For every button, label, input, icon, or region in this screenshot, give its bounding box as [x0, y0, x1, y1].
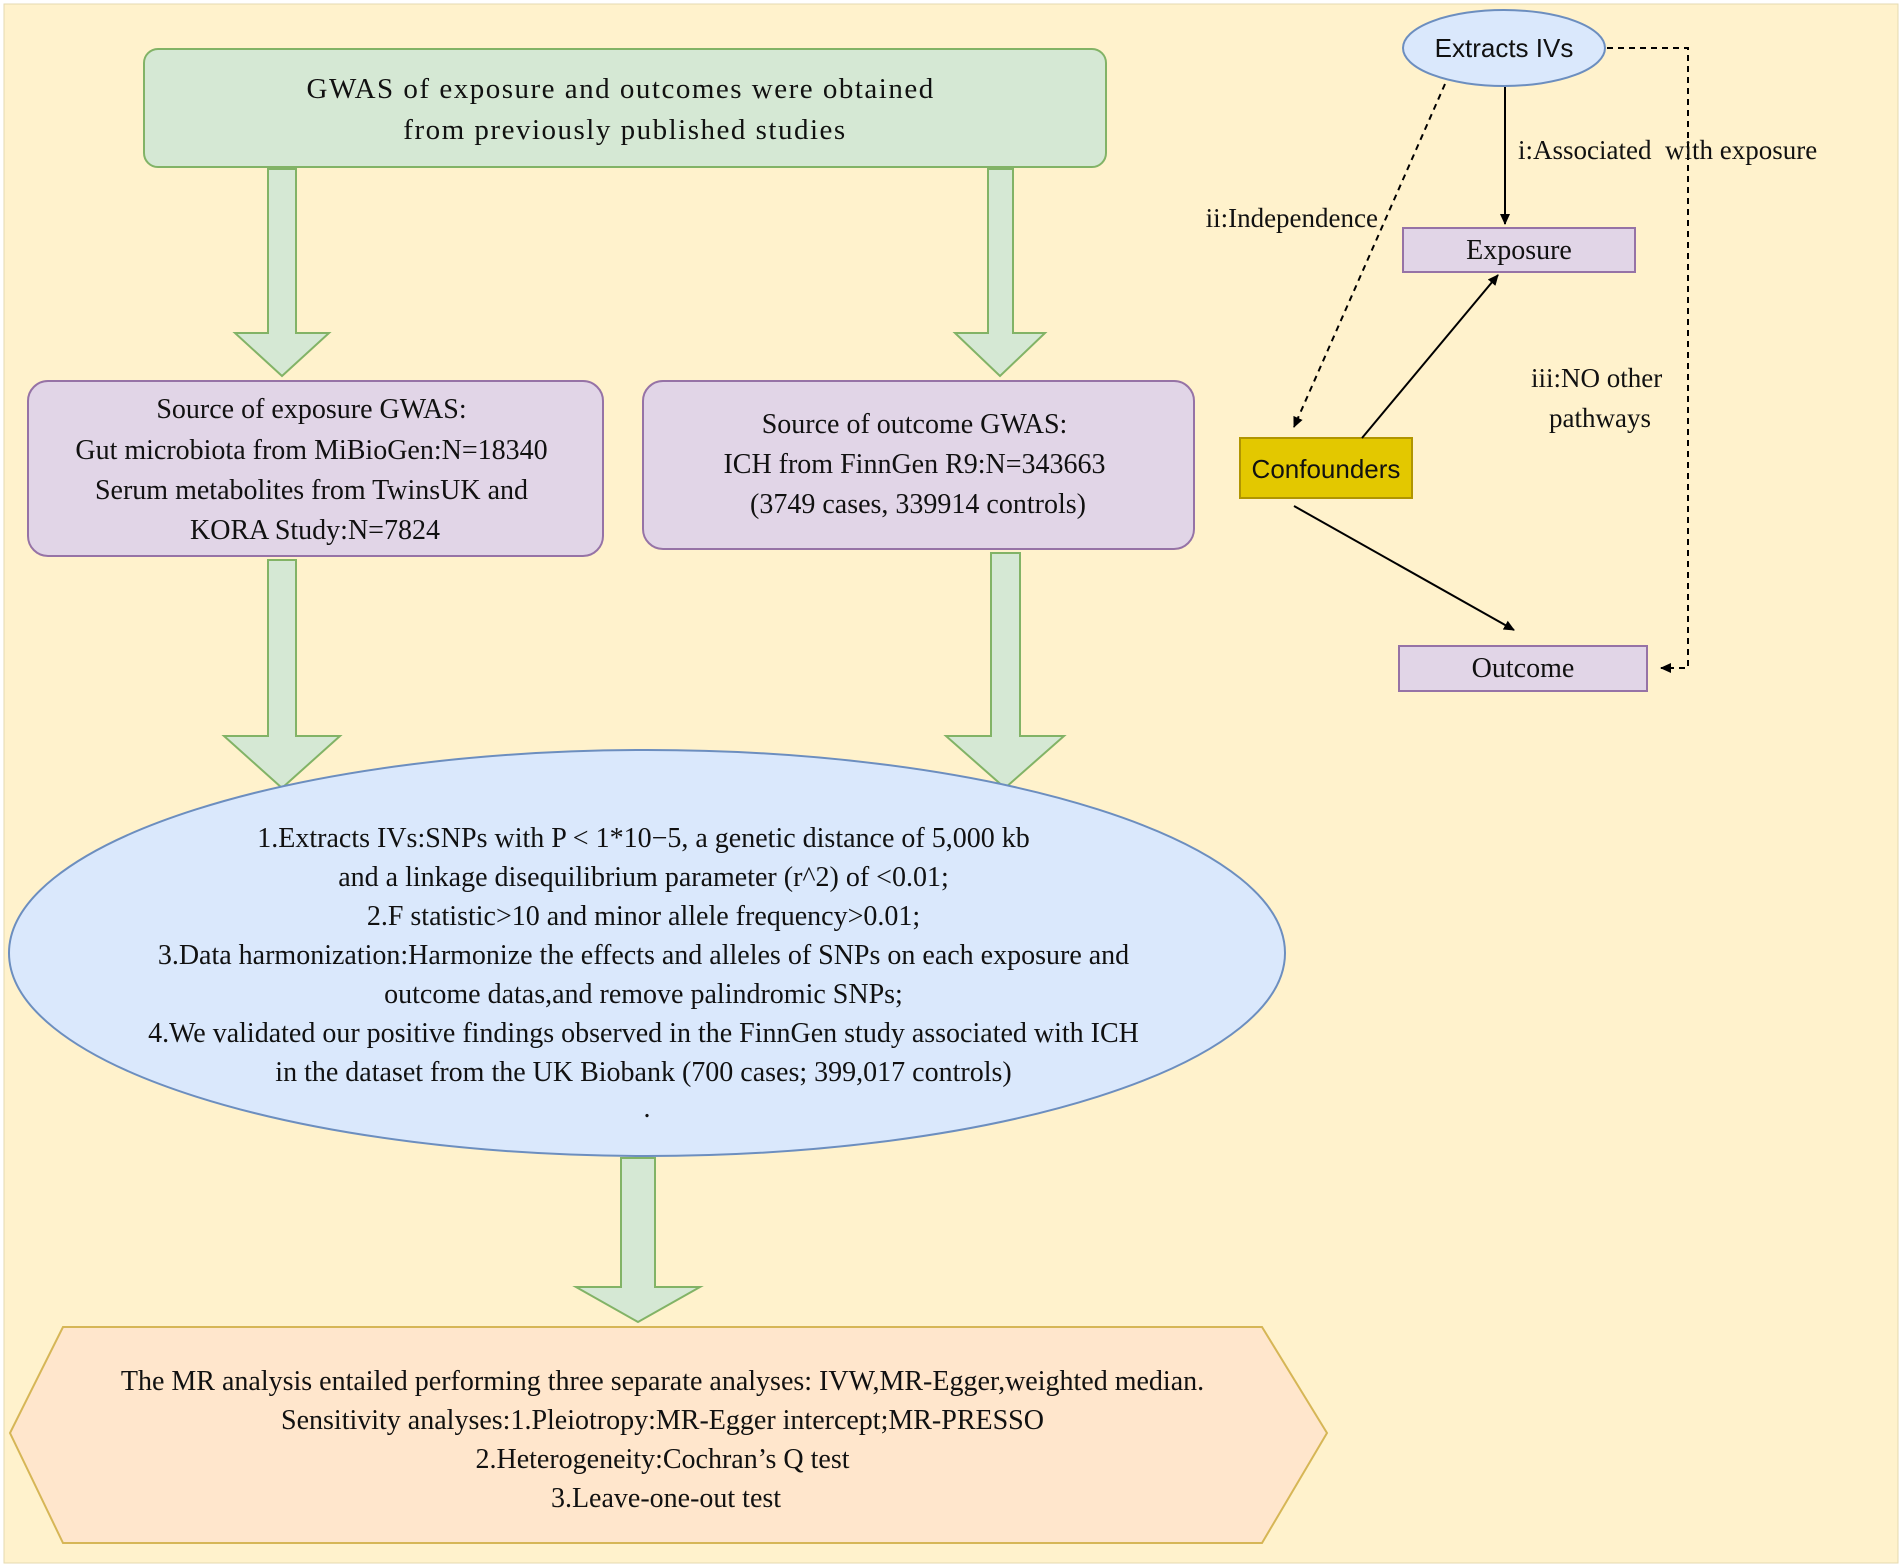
edge-ivs-to-outcome	[1607, 47, 1689, 673]
exposure-source-line-4: KORA Study:N=7824	[190, 515, 440, 546]
exposure-source-box: Source of exposure GWAS: Gut microbiota …	[27, 380, 604, 557]
svg-text:Source of outcome GWAS:: Source of outcome GWAS: ICH from FinnGen…	[723, 409, 1112, 520]
analysis-hexagon: The MR analysis entailed performing thre…	[8, 1326, 1329, 1544]
label-assumption-i: i:Associated with exposure	[1518, 135, 1817, 165]
analysis-line-4: 3.Leave-one-out test	[551, 1483, 781, 1514]
label-assumption-iii-line-1: iii:NO other	[1531, 363, 1662, 393]
analysis-line-1: The MR analysis entailed performing thre…	[121, 1366, 1204, 1397]
edge-confounders-to-outcome	[1293, 505, 1515, 631]
ivs-node: Extracts IVs	[1402, 9, 1606, 87]
gwas-source-line-2: from previously published studies	[403, 114, 846, 146]
methods-line-7: in the dataset from the UK Biobank (700 …	[275, 1057, 1011, 1088]
svg-text:The MR analysis entailed perfo: The MR analysis entailed performing thre…	[121, 1366, 1211, 1514]
analysis-line-3: 2.Heterogeneity:Cochran’s Q test	[475, 1444, 849, 1475]
outcome-source-title: Source of outcome GWAS:	[762, 409, 1068, 440]
svg-text:GWAS of exposure and outcomes: GWAS of exposure and outcomes were obtai…	[307, 73, 944, 146]
arrow-to-outcome-source	[952, 168, 1048, 378]
arrow-ellipse-to-analysis	[572, 1157, 704, 1324]
outcome-source-line-2: ICH from FinnGen R9:N=343663	[723, 449, 1105, 480]
arrow-to-exposure-source	[232, 168, 332, 378]
methods-line-6: 4.We validated our positive findings obs…	[148, 1018, 1139, 1049]
exposure-source-title: Source of exposure GWAS:	[156, 394, 466, 425]
svg-text:iii:NO other pathways: iii:NO other pathways	[1531, 363, 1669, 433]
label-assumption-iii-line-2: pathways	[1549, 403, 1651, 433]
gwas-source-box: GWAS of exposure and outcomes were obtai…	[143, 48, 1107, 168]
confounders-node: Confounders	[1239, 437, 1413, 499]
exposure-source-line-3: Serum metabolites from TwinsUK and	[95, 475, 528, 506]
confounders-node-label: Confounders	[1252, 454, 1401, 484]
exposure-source-line-2: Gut microbiota from MiBioGen:N=18340	[75, 435, 547, 466]
arrow-exposure-to-ellipse	[221, 559, 343, 790]
outcome-source-line-3: (3749 cases, 339914 controls)	[750, 489, 1086, 520]
exposure-node-label: Exposure	[1466, 235, 1572, 266]
svg-text:Source of exposure GWAS:: Source of exposure GWAS: Gut microbiota …	[75, 394, 554, 546]
methods-line-1: 1.Extracts IVs:SNPs with P < 1*10−5, a g…	[257, 823, 1029, 854]
ivs-node-label: Extracts IVs	[1435, 33, 1574, 63]
svg-text:1.Extracts IVs:SNPs with P < 1: 1.Extracts IVs:SNPs with P < 1*10−5, a g…	[148, 823, 1146, 1124]
methods-line-2: and a linkage disequilibrium parameter (…	[338, 862, 949, 893]
methods-line-4: 3.Data harmonization:Harmonize the effec…	[158, 940, 1129, 971]
analysis-line-2: Sensitivity analyses:1.Pleiotropy:MR-Egg…	[281, 1405, 1044, 1436]
edge-ivs-to-confounders	[1293, 83, 1446, 428]
arrow-outcome-to-ellipse	[943, 552, 1067, 790]
label-assumption-ii: ii:Independence	[1206, 203, 1378, 233]
methods-line-3: 2.F statistic>10 and minor allele freque…	[367, 901, 920, 932]
outcome-source-box: Source of outcome GWAS: ICH from FinnGen…	[642, 380, 1195, 550]
exposure-node: Exposure	[1402, 227, 1636, 273]
outcome-node-label: Outcome	[1472, 653, 1575, 684]
methods-line-5: outcome datas,and remove palindromic SNP…	[384, 979, 903, 1010]
edge-confounders-to-exposure	[1361, 274, 1499, 439]
methods-ellipse: 1.Extracts IVs:SNPs with P < 1*10−5, a g…	[8, 749, 1286, 1157]
methods-line-8: .	[644, 1093, 651, 1124]
outcome-node: Outcome	[1398, 645, 1648, 692]
gwas-source-line-1: GWAS of exposure and outcomes were obtai…	[307, 73, 935, 105]
